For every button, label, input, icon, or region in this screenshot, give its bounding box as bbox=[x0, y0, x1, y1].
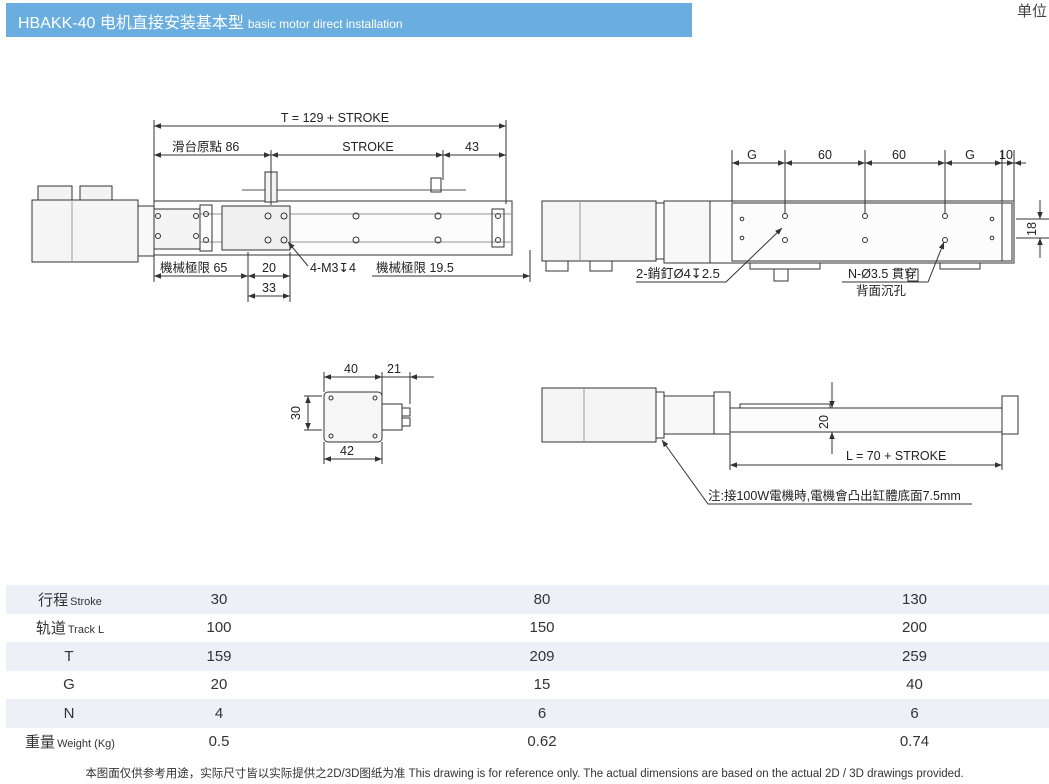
table-row: G 20 15 40 bbox=[6, 671, 1049, 700]
dim-right-offset: 43 bbox=[465, 140, 479, 154]
table-cell: 100 bbox=[206, 619, 232, 637]
table-cell: 0.74 bbox=[899, 733, 930, 751]
table-cell: 4 bbox=[134, 699, 304, 728]
unit-label: 单位 bbox=[1016, 3, 1047, 20]
table-cell: 0.62 bbox=[527, 733, 557, 751]
technical-drawing: T = 129 + STROKE 滑台原點 86 STROKE 43 機械極限 … bbox=[31, 111, 1049, 505]
table-cell: 150 bbox=[529, 619, 555, 637]
end-view-labels: 40 21 30 42 bbox=[289, 362, 401, 458]
hole-label: N-Ø3.5 貫穿 bbox=[848, 266, 917, 281]
dim-screw-holes: 4-M3↧4 bbox=[310, 261, 356, 275]
row-label: N bbox=[6, 699, 134, 728]
footer-note: 本图面仅供参考用途，实际尺寸皆以实际提供之2D/3D图纸为准 This draw… bbox=[85, 768, 964, 780]
dim-origin: 滑台原點 86 bbox=[172, 139, 239, 154]
table-cell: 259 bbox=[780, 642, 1049, 671]
table-cell: 40 bbox=[906, 676, 923, 694]
table-cell: 6 bbox=[780, 699, 1049, 728]
section-subtitle: basic motor direct installation bbox=[247, 17, 403, 31]
row-label: T bbox=[6, 642, 134, 671]
dim-mech-limit-right: 機械極限 19.5 bbox=[376, 260, 454, 275]
table-cell: 159 bbox=[134, 642, 304, 671]
row-label: G bbox=[63, 676, 75, 694]
end-view bbox=[304, 372, 434, 464]
side-view bbox=[541, 382, 1019, 505]
top-view bbox=[541, 150, 1049, 283]
dim-total-length: T = 129 + STROKE bbox=[281, 111, 389, 125]
dim-20: 20 bbox=[262, 261, 276, 275]
front-view-labels: T = 129 + STROKE 滑台原點 86 STROKE 43 機械極限 … bbox=[160, 111, 479, 295]
dim-g-right: G bbox=[965, 148, 975, 162]
dim-offset-21: 21 bbox=[387, 362, 401, 376]
dim-height-30: 30 bbox=[289, 406, 303, 420]
hole-sublabel: 背面沉孔 bbox=[856, 284, 907, 298]
dim-mech-limit-left: 機械極限 65 bbox=[160, 260, 227, 275]
table-cell: 200 bbox=[901, 619, 928, 637]
dim-height-20: 20 bbox=[817, 415, 831, 429]
dim-height-18: 18 bbox=[1025, 222, 1039, 236]
dim-length-l: L = 70 + STROKE bbox=[846, 449, 946, 463]
table-cell: 80 bbox=[304, 585, 780, 614]
dim-pitch-1: 60 bbox=[818, 148, 832, 162]
dim-stroke: STROKE bbox=[342, 140, 393, 154]
table-row: T 159 209 259 bbox=[6, 642, 1049, 671]
table-cell: 20 bbox=[210, 676, 228, 694]
front-view bbox=[31, 120, 531, 302]
dim-pitch-2: 60 bbox=[892, 148, 906, 162]
pin-label: 2-銷釘Ø4↧2.5 bbox=[636, 266, 720, 281]
dim-base-42: 42 bbox=[340, 444, 354, 458]
section-title: HBAKK-40 电机直接安装基本型 bbox=[18, 15, 244, 32]
table-cell: 0.5 bbox=[208, 733, 230, 751]
dim-width-40: 40 bbox=[344, 362, 358, 376]
table-cell: 6 bbox=[304, 699, 780, 728]
table-row: N 4 6 6 bbox=[6, 699, 1049, 728]
table-cell: 30 bbox=[134, 585, 304, 614]
side-view-labels: 20 L = 70 + STROKE 注:接100W電機時,電機會凸出缸體底面7… bbox=[708, 415, 961, 503]
table-cell: 209 bbox=[304, 642, 780, 671]
table-cell: 15 bbox=[533, 676, 551, 694]
motor-note: 注:接100W電機時,電機會凸出缸體底面7.5mm bbox=[708, 488, 961, 503]
dim-33: 33 bbox=[262, 281, 276, 295]
top-view-labels: G 60 60 G 10 18 2-銷釘Ø4↧2.5 N-Ø3.5 貫穿 背面沉… bbox=[636, 148, 1039, 298]
table-cell: 130 bbox=[780, 585, 1049, 614]
dim-g-left: G bbox=[747, 148, 757, 162]
dim-end-10: 10 bbox=[999, 148, 1013, 162]
